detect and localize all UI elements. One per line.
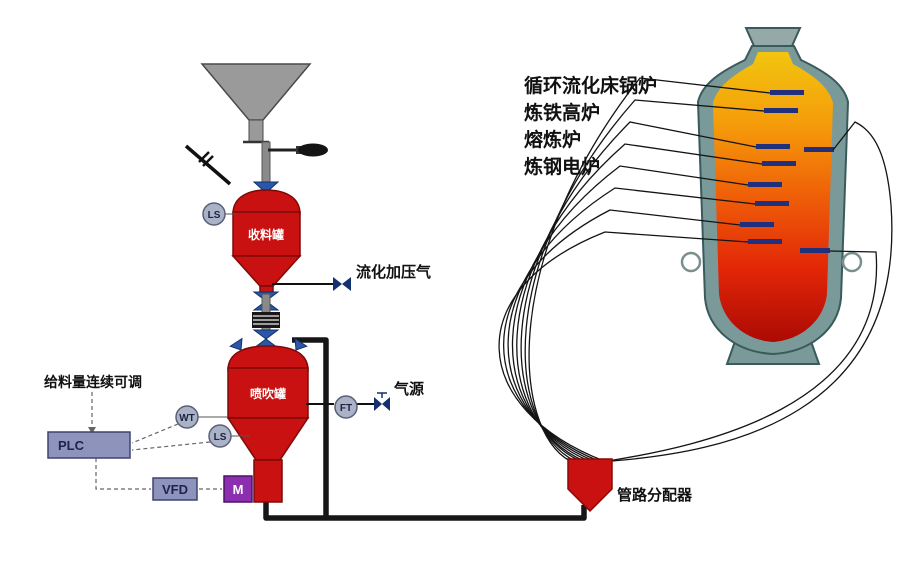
conveying-branch-pipe [507, 187, 756, 462]
injection-tank-label: 喷吹罐 [250, 386, 286, 401]
hopper-neck-pipe [261, 141, 271, 185]
feed-rate-label: 给料量连续可调 [44, 374, 142, 390]
application-item: 炼铁高炉 [524, 101, 600, 124]
furnace-application-list: 循环流化床锅炉 炼铁高炉 熔炼炉 炼钢电炉 [524, 74, 657, 178]
feed-hopper [200, 63, 312, 121]
lance-bar [804, 147, 834, 152]
injection-tank-cone [226, 417, 310, 461]
conveying-pipe-lower-run [263, 502, 587, 521]
hopper-stem [248, 119, 264, 143]
feed-hopper-assembly [184, 63, 328, 186]
trunnion-left-icon [680, 251, 702, 273]
lance-bar [764, 108, 798, 113]
trunnion-right-icon [841, 251, 863, 273]
injection-tank-body [227, 367, 309, 419]
furnace-lances [740, 90, 834, 253]
weight-transmitter-tag: WT [179, 413, 195, 424]
fluidizing-gas-valve-icon [333, 277, 351, 291]
receiving-tank-dome [232, 189, 301, 215]
motor-box [223, 475, 253, 503]
injection-tank [226, 345, 310, 503]
angled-feed-pipe [184, 144, 232, 186]
fluidizing-gas-line: 流化加压气 [272, 263, 431, 291]
signal-line [131, 423, 179, 444]
conveying-branch-pipe [611, 121, 893, 462]
rotary-feeder [253, 459, 283, 503]
conveying-branch-pipe [524, 99, 765, 462]
plc-label: PLC [58, 438, 85, 453]
weight-transmitter-bubble [175, 405, 199, 429]
injection-tank-dome [227, 345, 309, 371]
conveying-branch-pipe [503, 209, 741, 462]
control-system: 给料量连续可调 PLC VFD M [44, 374, 253, 503]
gas-source-valve-icon [374, 392, 390, 411]
level-switch-upper-tag: LS [208, 210, 221, 221]
furnace [680, 27, 863, 365]
lance-bar [800, 248, 830, 253]
conveying-branch-pipe [511, 165, 749, 462]
distributor-pipes [498, 77, 893, 462]
gas-source-label: 气源 [393, 380, 424, 398]
lance-bar [748, 182, 782, 187]
application-item: 循环流化床锅炉 [524, 74, 657, 97]
weight-transmitter: WT [175, 405, 228, 429]
lance-bar [762, 161, 796, 166]
signal-line [131, 441, 211, 451]
furnace-interior-flame [713, 52, 833, 342]
conveying-branch-pipe [516, 143, 763, 462]
expansion-joint [252, 312, 280, 328]
receiving-tank-cone [231, 255, 302, 287]
receiving-tank-body [232, 211, 301, 257]
signal-line [95, 458, 151, 490]
lance-bar [748, 239, 782, 244]
conveying-pipe [263, 337, 587, 521]
application-item: 熔炼炉 [524, 128, 581, 151]
level-switch-lower: LS [208, 424, 250, 448]
application-item: 炼钢电炉 [524, 155, 600, 178]
level-switch-upper-bubble [202, 202, 226, 226]
fluidizing-gas-label: 流化加压气 [356, 263, 431, 281]
flow-transmitter-bubble [334, 395, 358, 419]
signal-arrowhead [88, 427, 96, 434]
feed-pipe-flange-tick [198, 151, 210, 163]
conveying-branch-pipe [607, 250, 878, 462]
flow-transmitter-tag: FT [340, 403, 352, 414]
receiving-tank-label: 收料罐 [248, 227, 284, 242]
plc-box [47, 431, 131, 459]
gas-source-line: FT 气源 [306, 380, 424, 419]
lance-bar [756, 144, 790, 149]
conveying-pipe-upper-run [292, 337, 329, 518]
distributor-label: 管路分配器 [617, 486, 693, 504]
vfd-label: VFD [162, 482, 188, 497]
feed-pipe-flange-tick [202, 155, 214, 167]
distributor: 管路分配器 [567, 458, 693, 513]
distributor-body [567, 458, 613, 513]
furnace-mouth [744, 27, 802, 47]
lance-bar [755, 201, 789, 206]
level-switch-lower-tag: LS [214, 432, 227, 443]
conveying-branch-pipe [498, 231, 749, 462]
conveying-branch-pipe [528, 77, 771, 462]
lance-bar [770, 90, 804, 95]
handwheel-icon [298, 143, 328, 157]
level-switch-lower-bubble [208, 424, 232, 448]
lance-bar [740, 222, 774, 227]
vfd-box [152, 477, 198, 501]
receiving-tank [231, 189, 302, 295]
motor-label: M [233, 482, 244, 497]
level-switch-upper: LS [202, 202, 236, 226]
